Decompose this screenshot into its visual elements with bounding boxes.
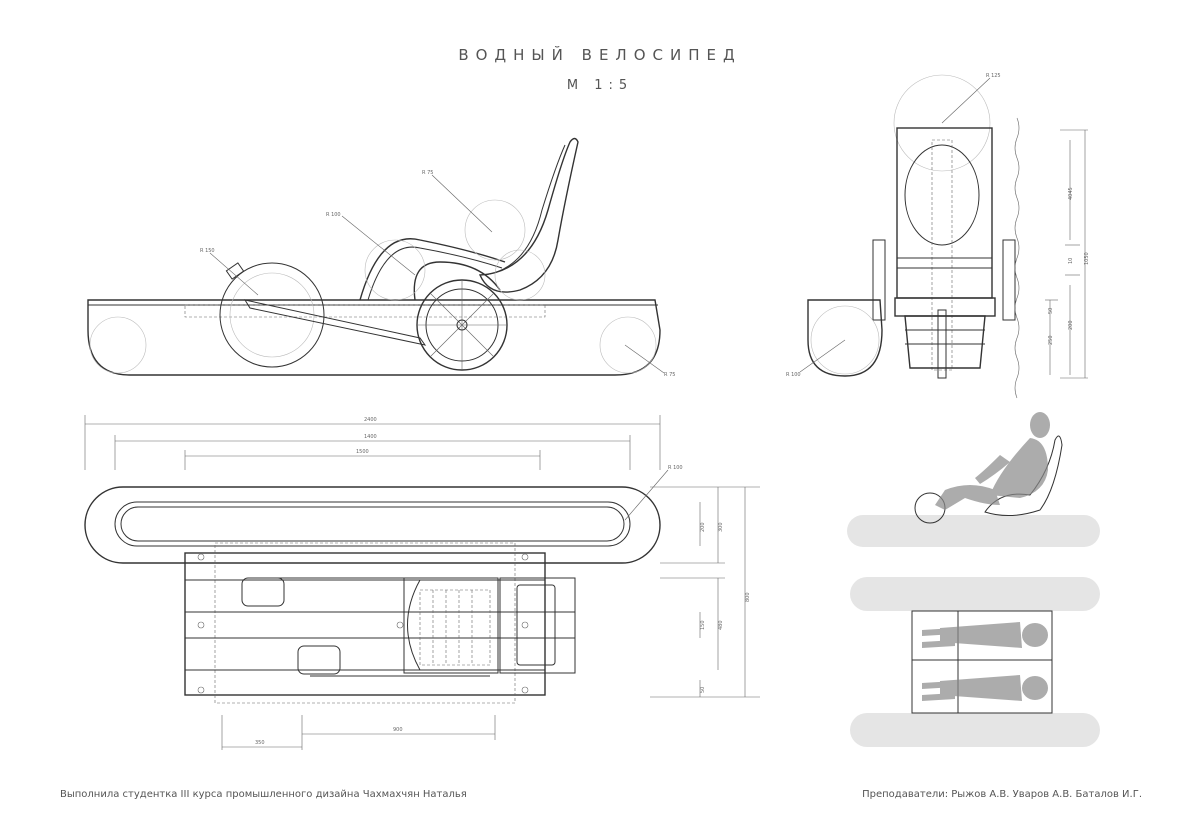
dim-plan-150: 150 — [700, 620, 706, 630]
dim-front-4045: 4045 — [1068, 187, 1074, 200]
dim-front-50: 50 — [1048, 308, 1054, 314]
illustration-float-side — [847, 515, 1100, 547]
plan-deck — [184, 552, 546, 696]
footer-teachers: Преподаватели: Рыжов А.В. Уваров А.В. Ба… — [862, 789, 1142, 800]
side-float — [87, 299, 661, 376]
front-hull — [904, 315, 986, 369]
footer-author: Выполнила студентка III курса промышленн… — [60, 789, 467, 800]
dim-plan-50: 50 — [700, 687, 706, 693]
illustration-float-top — [850, 577, 1100, 611]
dim-side-r75-top: R 75 — [422, 170, 433, 176]
usage-illustration — [847, 412, 1100, 747]
illustration-float-bottom — [850, 713, 1100, 747]
dim-plan-200: 200 — [700, 522, 706, 532]
plan-float — [84, 486, 661, 564]
front-float — [807, 299, 883, 377]
dim-plan-800: 800 — [745, 592, 751, 602]
front-seat-frame — [896, 127, 993, 299]
dim-front-10: 10 — [1068, 258, 1074, 264]
dim-plan-1500: 1500 — [356, 449, 369, 455]
drawing-scale: М 1:5 — [566, 78, 634, 93]
front-wheel — [219, 262, 325, 368]
seat — [478, 137, 579, 293]
side-view: R 150 R 100 R 75 R 75 — [87, 137, 675, 378]
dim-front-r125: R 125 — [986, 73, 1001, 79]
dim-side-r75-bottom: R 75 — [664, 372, 675, 378]
dim-side-r150: R 150 — [200, 248, 215, 254]
dim-front-1050: 1050 — [1084, 252, 1090, 265]
dim-front-r100: R 100 — [786, 372, 801, 378]
rider-figure — [935, 412, 1050, 510]
dim-front-200: 200 — [1068, 320, 1074, 330]
dim-plan-r100: R 100 — [668, 465, 683, 471]
dim-plan-900: 900 — [393, 727, 403, 733]
dim-plan-300: 300 — [718, 522, 724, 532]
drawing-title: ВОДНЫЙ ВЕЛОСИПЕД — [458, 46, 742, 64]
plan-view: 2400 1400 1500 R 100 — [84, 415, 760, 750]
dim-side-r100: R 100 — [326, 212, 341, 218]
dim-plan-480: 480 — [718, 620, 724, 630]
dim-plan-350: 350 — [255, 740, 265, 746]
dim-plan-2400: 2400 — [364, 417, 377, 423]
dim-front-250: 250 — [1048, 335, 1054, 345]
dim-plan-1400: 1400 — [364, 434, 377, 440]
front-view: R 125 R 100 4045 1050 10 50 200 250 — [786, 73, 1090, 399]
